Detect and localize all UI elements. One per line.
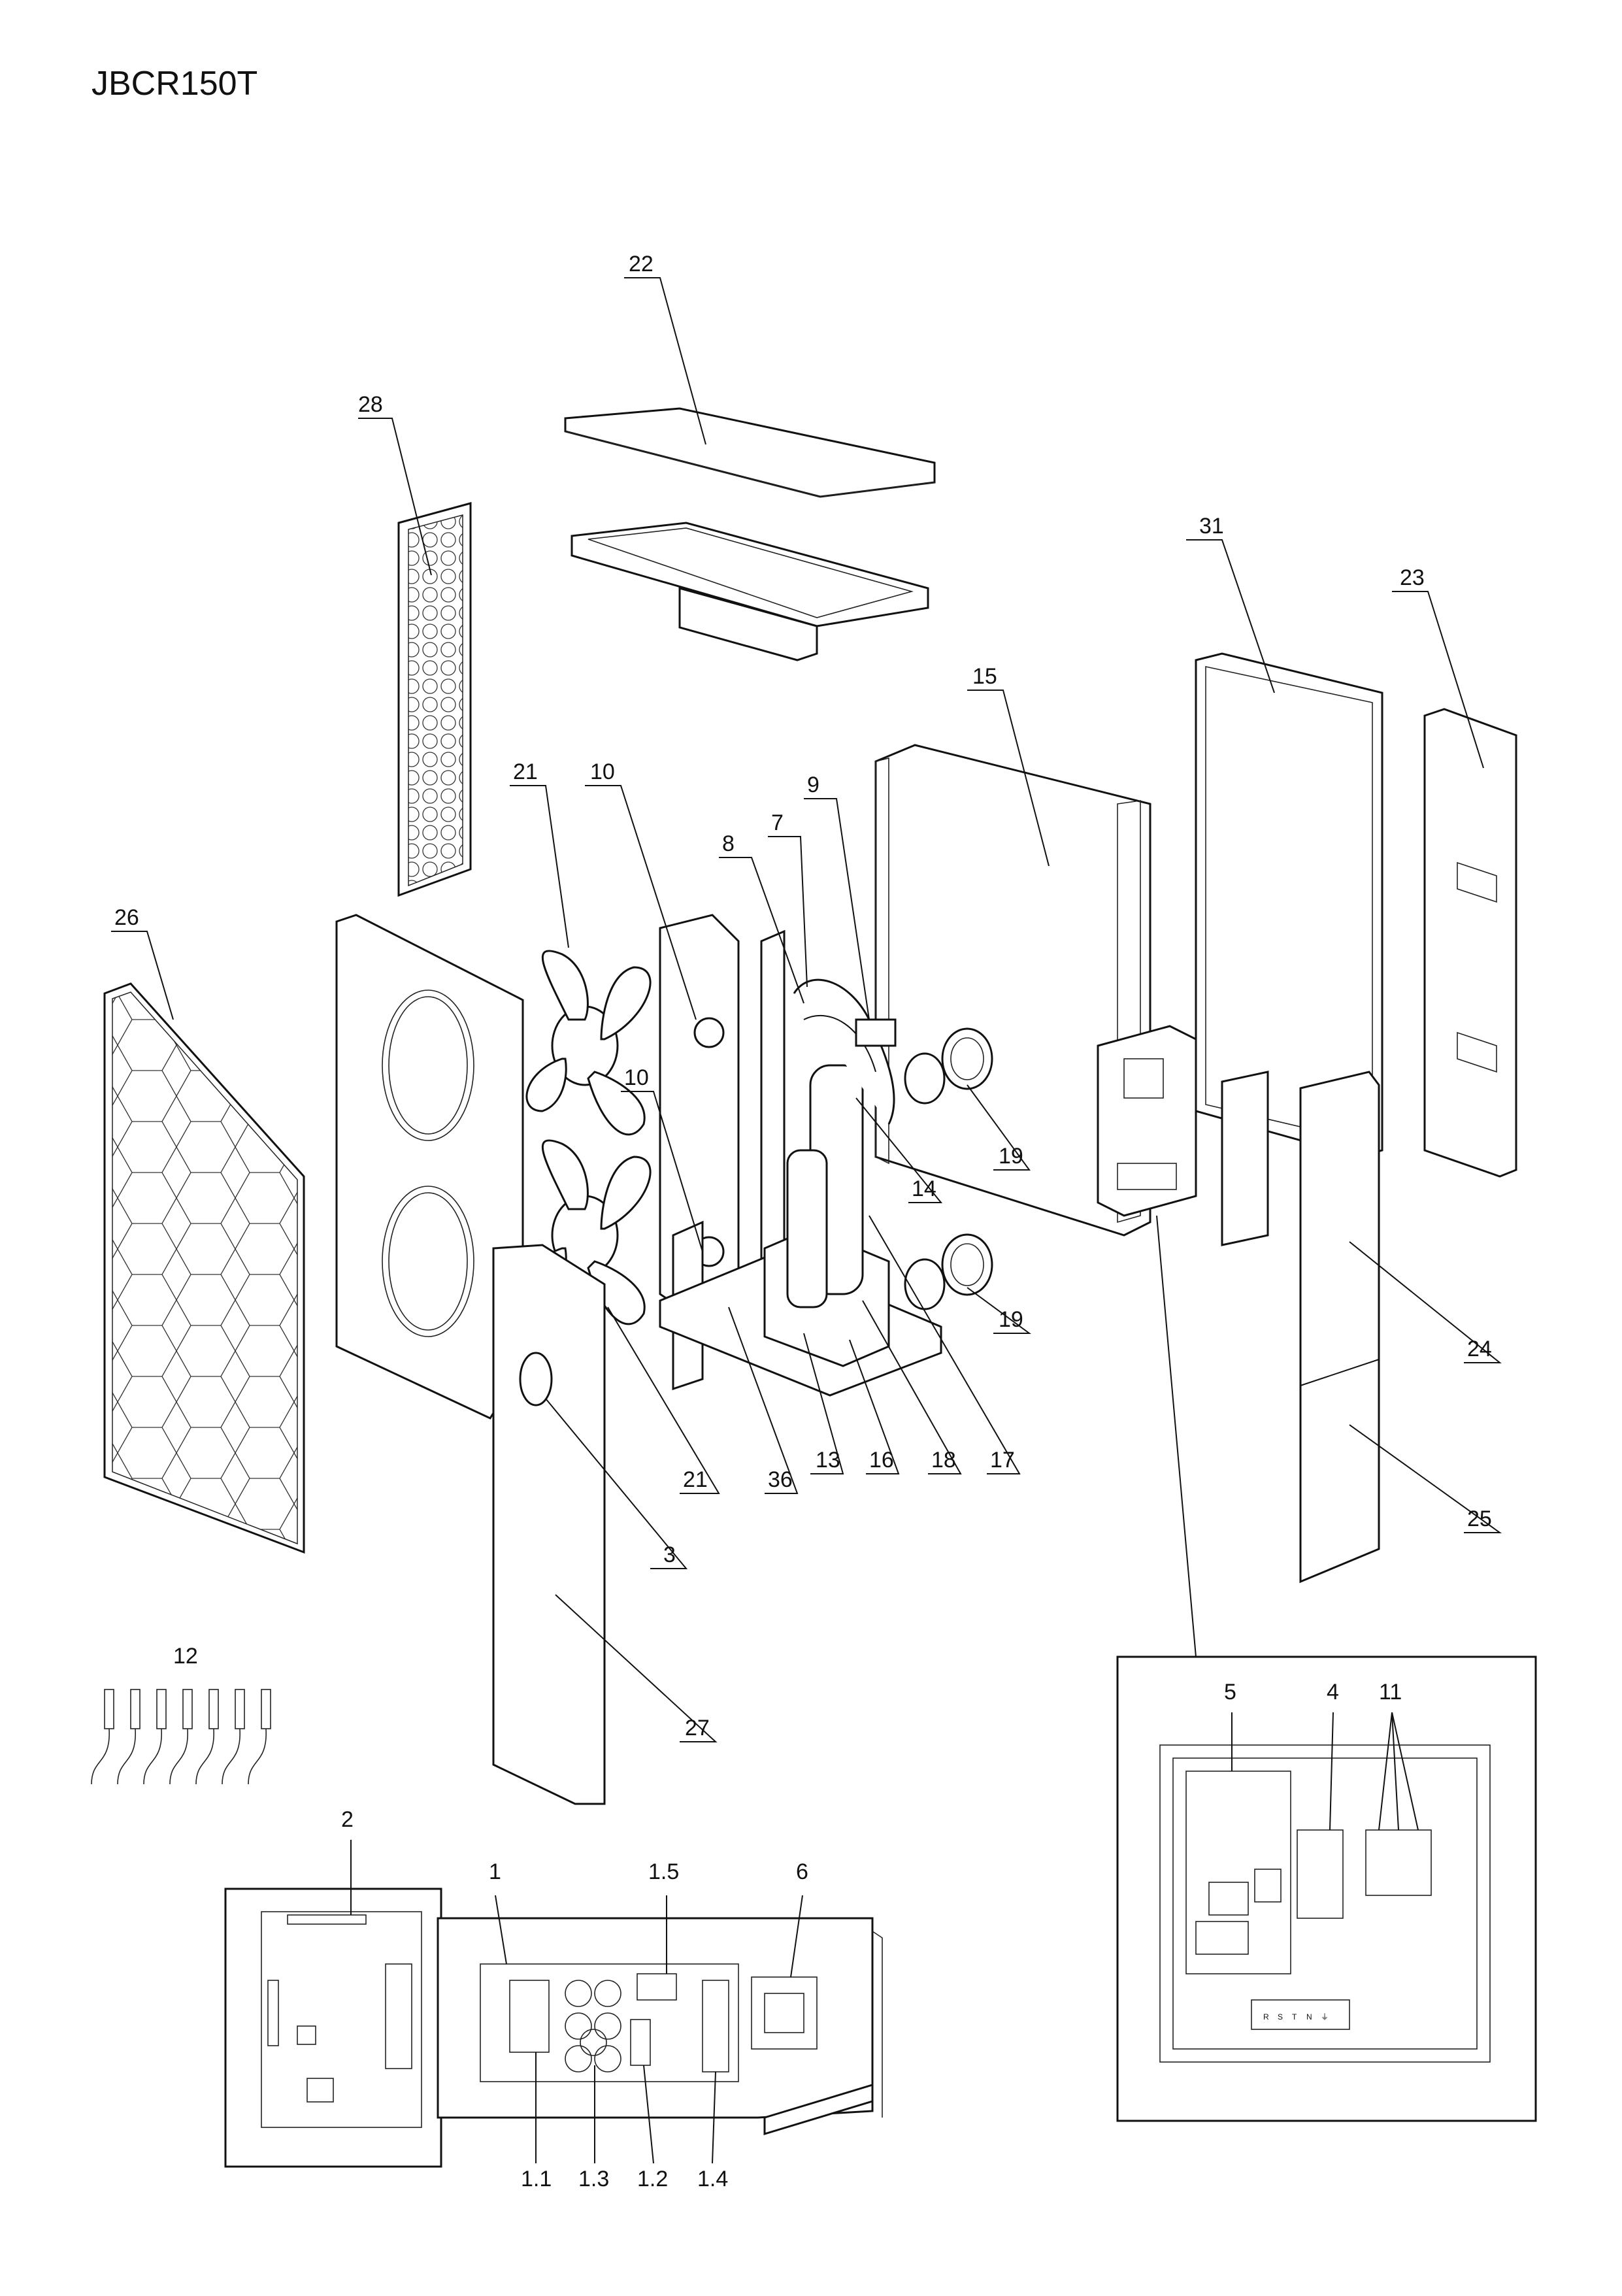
front-side-panel-27: [492, 1244, 606, 1805]
label-11: 11: [1379, 1680, 1402, 1705]
label-14: 14: [912, 1176, 936, 1201]
leader-lines: [111, 277, 1502, 2164]
top-frame: [571, 522, 929, 661]
label-3: 3: [663, 1542, 676, 1567]
label-13: 13: [816, 1448, 840, 1472]
label-1-5: 1.5: [648, 1859, 679, 1884]
terminal-letter: R: [1263, 2012, 1269, 2021]
label-19-lower: 19: [999, 1307, 1023, 1332]
terminal-letter: ⏚: [1321, 2012, 1329, 2021]
terminal-letter: S: [1278, 2012, 1283, 2021]
part-labels: 22 28 31 23 15 21 10 9 8 7 26 10 14 19 1…: [114, 252, 1492, 2191]
side-panel-23: [1423, 708, 1517, 1178]
model-title: JBCR150T: [91, 65, 258, 103]
label-1-3: 1.3: [578, 2167, 609, 2191]
service-panel: [1299, 1071, 1380, 1584]
label-21-lower: 21: [683, 1467, 708, 1492]
label-26: 26: [114, 905, 139, 930]
label-25: 25: [1467, 1506, 1492, 1531]
label-24: 24: [1467, 1337, 1492, 1361]
label-10-upper: 10: [590, 759, 615, 784]
label-31: 31: [1199, 514, 1224, 539]
label-27: 27: [685, 1716, 710, 1740]
access-plate: [1221, 1071, 1269, 1246]
fitting-upper-19: [904, 1027, 993, 1105]
fitting-lower-19: [904, 1233, 993, 1310]
label-16: 16: [869, 1448, 894, 1472]
electrical-box: [437, 1917, 883, 2136]
label-4: 4: [1327, 1680, 1339, 1705]
label-10-lower: 10: [624, 1065, 649, 1090]
label-1: 1: [489, 1859, 501, 1884]
label-1-2: 1.2: [637, 2167, 668, 2191]
label-7: 7: [771, 810, 784, 835]
label-6: 6: [796, 1859, 808, 1884]
label-17: 17: [990, 1448, 1015, 1472]
detail-inset: R S T N ⏚: [1116, 1215, 1537, 2122]
control-box-side: [1097, 1025, 1197, 1217]
label-36: 36: [768, 1467, 793, 1492]
label-1-1: 1.1: [521, 2167, 552, 2191]
label-9: 9: [807, 773, 819, 797]
terminal-letter: T: [1292, 2012, 1297, 2021]
terminal-letter: N: [1306, 2012, 1312, 2021]
label-1-4: 1.4: [697, 2167, 728, 2191]
main-pcb-panel: [224, 1888, 442, 2168]
top-cover: [564, 407, 936, 498]
left-grille-28: [397, 502, 472, 897]
label-8: 8: [722, 831, 735, 856]
label-22: 22: [629, 252, 654, 276]
label-23: 23: [1400, 565, 1425, 590]
label-15: 15: [972, 664, 997, 689]
label-19-upper: 19: [999, 1144, 1023, 1169]
label-5: 5: [1224, 1680, 1236, 1705]
label-18: 18: [931, 1448, 956, 1472]
motor-bracket: [659, 914, 740, 1322]
label-2: 2: [341, 1807, 354, 1832]
label-28: 28: [358, 392, 383, 417]
coil-15: [874, 744, 1151, 1237]
sensor-probes-12: [91, 1689, 271, 1785]
label-21-upper: 21: [513, 759, 538, 784]
label-12: 12: [173, 1644, 198, 1669]
compressor-base: [659, 978, 942, 1397]
fan-blade-upper: [525, 950, 652, 1136]
front-grille-26: [103, 982, 305, 1554]
